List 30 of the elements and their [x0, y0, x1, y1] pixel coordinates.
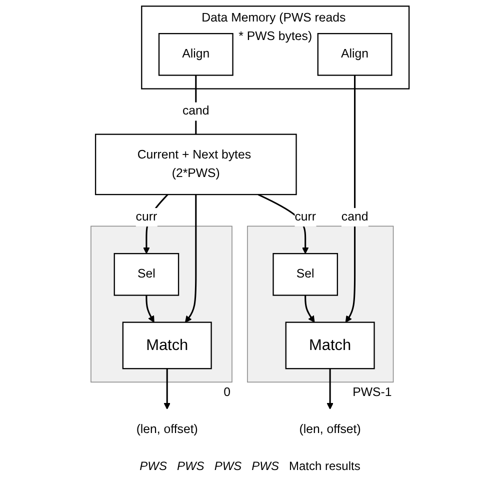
arrow	[164, 368, 170, 410]
edge-label: cand	[341, 210, 368, 224]
arrow	[345, 75, 356, 323]
node-label: PWS-1	[352, 386, 392, 400]
arrow	[326, 368, 334, 410]
arrow	[184, 194, 197, 323]
node-box: Current + Next bytes (2*PWS)	[94, 134, 297, 196]
arrow	[304, 295, 315, 323]
bus-width-label: PWS	[214, 459, 242, 473]
node-text: (len, offset)	[136, 423, 198, 436]
node-label: 0	[224, 386, 230, 400]
arrow	[258, 194, 309, 254]
node-box: Match	[122, 322, 212, 370]
edge-label: cand	[182, 104, 210, 118]
arrow	[143, 194, 168, 254]
bus-width-label: PWS	[176, 459, 204, 473]
node-text: (len, offset)	[299, 423, 361, 436]
caption-label: Match results	[289, 459, 360, 473]
node-box: Match	[285, 322, 375, 370]
bus-width-label: PWS	[140, 459, 167, 473]
cluster	[247, 226, 394, 382]
bus-width-label: PWS	[252, 459, 279, 473]
node-box: Align	[158, 33, 234, 76]
edge-label: curr	[136, 210, 158, 224]
cluster	[90, 226, 232, 382]
node-box: Sel	[272, 253, 338, 296]
node-box: Sel	[114, 253, 180, 296]
arrow	[146, 295, 154, 323]
edge-label: curr	[294, 210, 316, 224]
node-box: Align	[317, 33, 392, 76]
